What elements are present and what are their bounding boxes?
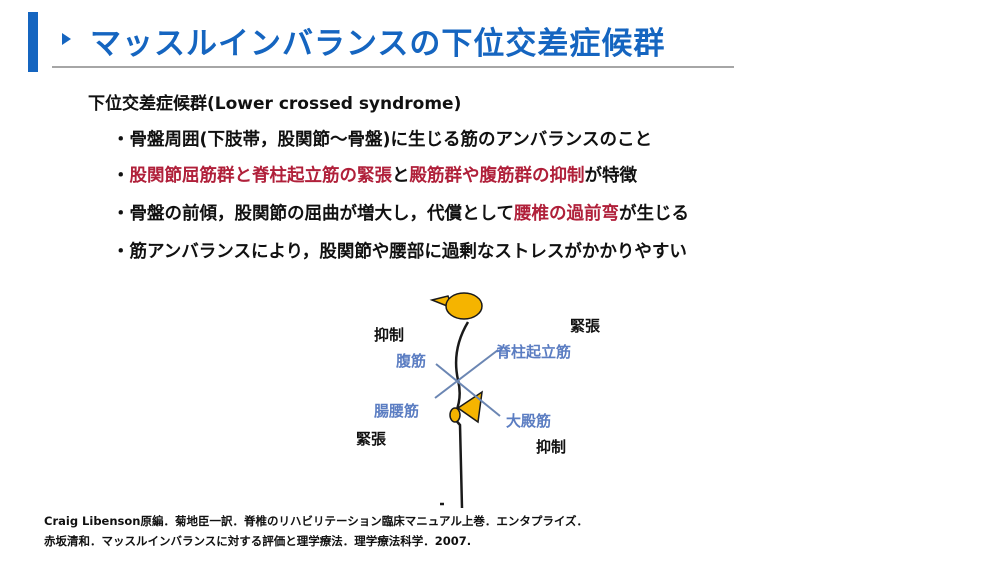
leg-line: [453, 417, 464, 509]
cross-line-1: [434, 349, 499, 399]
reference-2: 赤坂清和．マッスルインバランスに対する評価と理学療法．理学療法科学．2007.: [44, 534, 472, 548]
spine-line: [454, 321, 470, 413]
references: Craig Libenson原編．菊地臣一訳．脊椎のリハビリテーション臨床マニュ…: [44, 511, 588, 551]
bullet-item: ・骨盤周囲(下肢帯，股関節～骨盤)に生じる筋のアンバランスのこと: [112, 126, 652, 151]
bullet-emphasis-text: 股関節屈筋群と脊柱起立筋の緊張: [129, 166, 393, 186]
bullet-text: と: [392, 166, 410, 186]
bullet-item: ・筋アンバランスにより，股関節や腰部に過剰なストレスがかかりやすい: [112, 238, 687, 263]
bullet-marker: ・: [112, 204, 130, 224]
bullet-emphasis-text: 腰椎の過前弯: [513, 204, 619, 224]
label-gluteus-maximus: 大殿筋: [506, 412, 552, 430]
bullet-emphasis-text: 殿筋群や腹筋群の抑制: [409, 166, 585, 186]
reference-1: Craig Libenson原編．菊地臣一訳．脊椎のリハビリテーション臨床マニュ…: [44, 514, 589, 528]
bullet-text: 筋アンバランスにより，股関節や腰部に過剰なストレスがかかりやすい: [129, 242, 687, 262]
head-shape: [445, 292, 483, 320]
bullet-marker: ・: [112, 242, 130, 262]
bullet-text: 骨盤の前傾，股関節の屈曲が増大し，代償として: [129, 204, 514, 224]
section-heading: 下位交差症候群(Lower crossed syndrome): [88, 94, 462, 114]
title-underline: [52, 66, 734, 68]
label-tight-top: 緊張: [570, 317, 601, 335]
bullet-text: が生じる: [618, 204, 689, 224]
bullet-marker: ・: [112, 130, 130, 150]
label-erector-spinae: 脊柱起立筋: [496, 343, 572, 361]
bullet-text: 骨盤周囲(下肢帯，股関節～骨盤)に生じる筋のアンバランスのこと: [129, 130, 652, 150]
slide-title: マッスルインバランスの下位交差症候群: [90, 26, 666, 62]
label-inhibit-top: 抑制: [374, 326, 405, 344]
title-accent-bar: [28, 12, 38, 72]
label-inhibit-bottom: 抑制: [536, 438, 567, 456]
bullet-text: が特徴: [584, 166, 638, 186]
bullet-item: ・骨盤の前傾，股関節の屈曲が増大し，代償として腰椎の過前弯が生じる: [112, 200, 689, 225]
title-bullet-arrow-icon: [62, 33, 71, 45]
cross-line-2: [435, 363, 501, 417]
bullet-marker: ・: [112, 166, 130, 186]
pelvis-diagram: 抑制 緊張 腹筋 脊柱起立筋 腸腰筋 大殿筋 緊張 抑制: [340, 280, 640, 512]
label-tight-bottom: 緊張: [356, 430, 387, 448]
label-abdominals: 腹筋: [396, 352, 427, 370]
label-iliopsoas: 腸腰筋: [374, 402, 420, 420]
hip-joint-shape: [449, 407, 461, 423]
bullet-item: ・股関節屈筋群と脊柱起立筋の緊張と殿筋群や腹筋群の抑制が特徴: [112, 162, 637, 187]
pelvis-shape: [456, 390, 483, 424]
pelvis-diagram-graphic: [429, 292, 501, 509]
